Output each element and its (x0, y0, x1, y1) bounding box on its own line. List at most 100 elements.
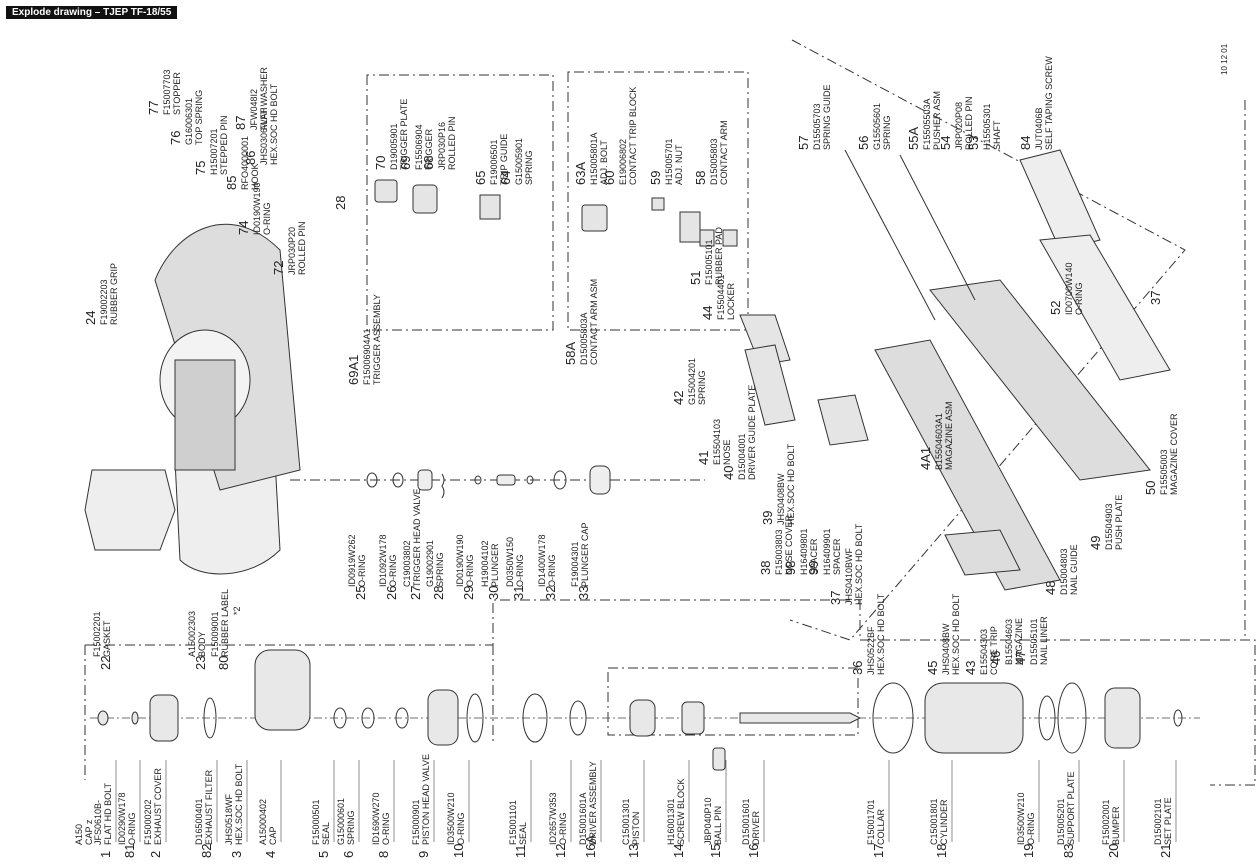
part-description: HEX.SOC HD BOLT (786, 443, 796, 525)
part-number: 52 (1048, 301, 1063, 315)
part-number: 82 (199, 844, 214, 858)
part-number: 16A (583, 835, 598, 858)
part-description: O-RING (1026, 813, 1036, 846)
part-code: H15005801A (589, 132, 599, 185)
part-number: 80 (216, 656, 231, 670)
part-code: ID0919W262 (347, 534, 357, 587)
part-code: D15505703 (812, 103, 822, 150)
part-code: F15505003 (1159, 449, 1169, 495)
part-code: ID3500W210 (1016, 792, 1026, 845)
part-description: LOCKER (726, 282, 736, 320)
part-code: F15000202 (143, 799, 153, 845)
part-number: 3 (229, 851, 244, 858)
part-number: 59 (648, 171, 663, 185)
part-code: ID3500W210 (446, 792, 456, 845)
part-number: 74 (236, 221, 251, 235)
part-code: G15005901 (514, 138, 524, 185)
part-code: F15001101 (508, 800, 518, 845)
part-code: F15001701 (866, 799, 876, 845)
part-code: JHS0410BWF (844, 547, 854, 605)
part-code: H15005701 (664, 138, 674, 185)
part-number: 14 (671, 844, 686, 858)
part-description: O-RING (515, 555, 525, 588)
bottom-part-shapes (97, 649, 1183, 771)
part-number: 2 (148, 851, 163, 858)
part-code: G15000601 (336, 798, 346, 845)
part-number: 70 (373, 156, 388, 170)
part-code: D15004001 (737, 433, 747, 480)
part-code: D16500401 (194, 798, 204, 845)
part-number: 37 (828, 591, 843, 605)
part-description: SPRING (697, 370, 707, 405)
part-code: A15002303 (187, 611, 197, 657)
part-number: 43 (963, 661, 978, 675)
part-description: PLUNGER (490, 543, 500, 587)
part-number: 75 (193, 161, 208, 175)
part-description: SHAFT (992, 120, 1002, 150)
part-description: SPRING (346, 810, 356, 845)
part-description: DRIVER GUIDE PLATE (747, 385, 757, 480)
part-description: ADJ. NUT (674, 144, 684, 185)
part-number: 30 (486, 586, 501, 600)
part-code: B15504603 (1004, 619, 1014, 665)
part-number: 28 (333, 196, 348, 210)
magazine-shapes (844, 149, 1171, 591)
part-description: CAP (268, 826, 278, 845)
part-description: CONTACT ARM ASM (589, 279, 599, 365)
part-number: 36 (850, 661, 865, 675)
part-number: 60 (602, 171, 617, 185)
part-number: 18 (934, 844, 949, 858)
part-number: 9 (416, 851, 431, 858)
part-number: 54 (938, 136, 953, 150)
part-number: 50 (1143, 481, 1158, 495)
part-number: 46 (988, 651, 1003, 665)
part-code: G19002901 (425, 540, 435, 587)
part-number: 63A (573, 162, 588, 185)
tool-body-shapes (84, 223, 301, 575)
part-description: PUSHER ASM (932, 91, 942, 150)
part-code: D15005803A (579, 312, 589, 365)
part-description: O-RING (558, 813, 568, 846)
part-code: H16409801 (799, 528, 809, 575)
part-number: 32 (543, 586, 558, 600)
part-code: F15007703 (162, 69, 172, 115)
part-description: COLLAR (876, 808, 886, 845)
part-number: 1 (98, 851, 113, 858)
part-description: NOSE (722, 439, 732, 465)
part-description: PUSH PLATE (1114, 495, 1124, 550)
part-number: 58 (693, 171, 708, 185)
part-description: PISTON HEAD VALVE (421, 754, 431, 845)
part-description: PLUNGER CAP (580, 522, 590, 587)
valve-part-shapes (366, 465, 611, 499)
part-code: D15504903 (1104, 503, 1114, 550)
part-code: D15005803 (709, 138, 719, 185)
part-code: F15009001 (210, 611, 220, 657)
part-number: 58A (563, 342, 578, 365)
part-code: ID1400W178 (537, 534, 547, 587)
part-description: MAGAZINE (1014, 618, 1024, 665)
part-number: 56 (856, 136, 871, 150)
part-number: 98 (783, 561, 798, 575)
part-code: ID0700W140 (1064, 262, 1074, 315)
part-description: O-RING (465, 555, 475, 588)
part-number: 38 (758, 561, 773, 575)
part-code: H19004102 (480, 540, 490, 587)
part-code: D0350W150 (505, 537, 515, 587)
part-description: TRIGGER HEAD VALVE (412, 488, 422, 587)
part-code: JHS0522BF (866, 626, 876, 675)
part-description: CONTACT TRIP BLOCK (628, 87, 638, 185)
part-description: MAGAZINE COVER (1169, 413, 1179, 495)
part-description: TRIGGER (424, 128, 434, 170)
part-description: BUMPER (1111, 806, 1121, 845)
part-description: HOOK (250, 163, 260, 190)
part-code: C15001301 (621, 798, 631, 845)
part-number: 64 (498, 171, 513, 185)
part-code: F19004301 (570, 541, 580, 587)
part-number: 69 (398, 156, 413, 170)
part-code: F15002001 (1101, 799, 1111, 845)
part-number: 49 (1088, 536, 1103, 550)
part-code: F15505503A (922, 98, 932, 150)
part-number: 76 (168, 131, 183, 145)
